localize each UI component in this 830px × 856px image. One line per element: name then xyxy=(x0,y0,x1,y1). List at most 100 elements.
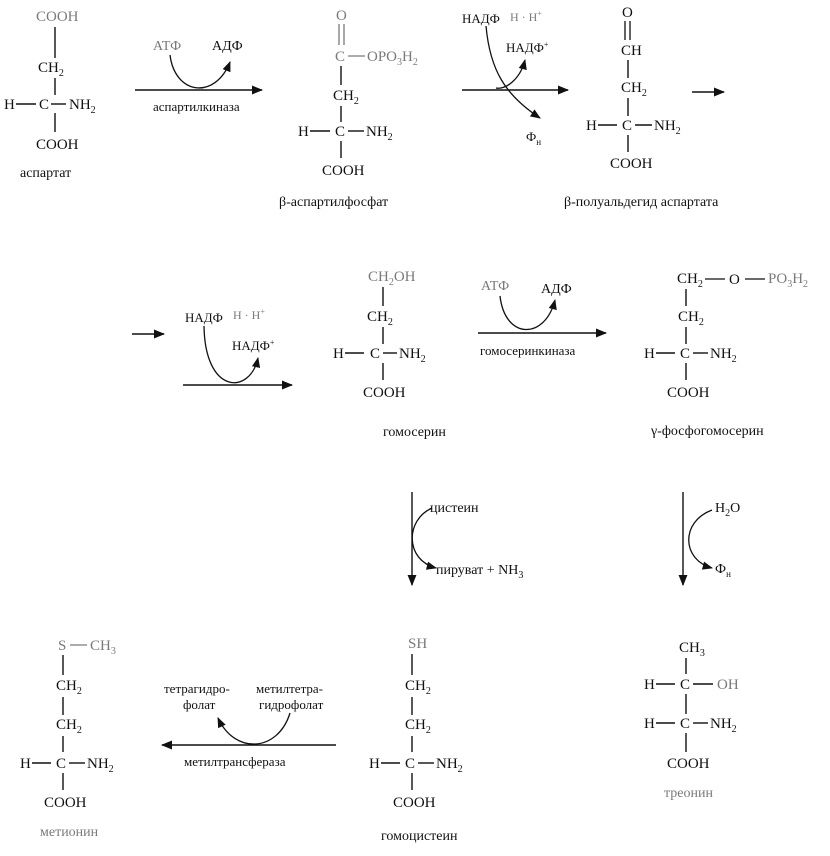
threonine-h1: H xyxy=(644,677,655,693)
threonine-nh2: NH2 xyxy=(710,716,737,735)
molecule-homoserine: CH2OH CH2 H C NH2 COOH гомосерин xyxy=(333,269,446,440)
reaction-cysteine: цистеин пируват + NH3 xyxy=(407,492,523,587)
methionine-ch3: CH3 xyxy=(90,638,116,657)
methionine-c: C xyxy=(56,756,66,772)
semialdehyde-name: β-полуальдегид аспартата xyxy=(564,195,719,210)
homocysteine-name: гомоцистеин xyxy=(381,829,458,844)
aspartylphosphate-c: C xyxy=(335,124,345,140)
phosphohomoserine-o: O xyxy=(729,272,740,288)
semialdehyde-c: C xyxy=(622,118,632,134)
homoserine-cooh: COOH xyxy=(363,385,406,401)
homoserine-ch2oh: CH2OH xyxy=(368,269,416,288)
phosphohomoserine-c: C xyxy=(680,346,690,362)
reaction-reduction-1: НАДФ H · H+ НАДФ+ Фн xyxy=(462,9,570,147)
aspartate-name: аспартат xyxy=(20,166,71,181)
threonine-c2: C xyxy=(680,716,690,732)
methionine-h: H xyxy=(20,756,31,772)
thf-label-line2: фолат xyxy=(183,697,216,712)
atp-label-2: АТФ xyxy=(481,279,509,294)
atp-label-1: АТФ xyxy=(153,39,181,54)
homocysteine-cooh: COOH xyxy=(393,795,436,811)
enzyme-methyltransferase: метилтрансфераза xyxy=(184,754,286,769)
enzyme-homoserine-kinase: гомосеринкиназа xyxy=(480,343,576,358)
homocysteine-nh2: NH2 xyxy=(436,756,463,775)
nadp-label-1: НАДФ+ xyxy=(506,40,549,55)
homocysteine-h: H xyxy=(369,756,380,772)
aspartate-top-cooh: COOH xyxy=(36,9,79,25)
methionine-cooh: COOH xyxy=(44,795,87,811)
homocysteine-c: C xyxy=(405,756,415,772)
homocysteine-ch2-b: CH2 xyxy=(405,717,431,736)
enzyme-aspartokinase: аспартилкиназа xyxy=(153,99,240,114)
homoserine-ch2: CH2 xyxy=(367,309,393,328)
adp-label-2: АДФ xyxy=(541,282,572,297)
threonine-name: треонин xyxy=(664,786,713,801)
threonine-cooh: COOH xyxy=(667,756,710,772)
phosphohomoserine-ch2-mid: CH2 xyxy=(678,309,704,328)
aspartate-c: C xyxy=(39,97,49,113)
threonine-h2: H xyxy=(644,716,655,732)
methionine-ch2-a: CH2 xyxy=(56,678,82,697)
molecule-threonine: CH3 H C OH H C NH2 COOH треонин xyxy=(644,640,739,801)
homoserine-c: C xyxy=(370,346,380,362)
molecule-homocysteine: SH CH2 CH2 H C NH2 COOH гомоцистеин xyxy=(369,636,463,844)
molecule-aspartate: COOH CH2 H C NH2 COOH аспартат xyxy=(4,9,96,181)
thf-label-line1: тетрагидро- xyxy=(164,681,230,696)
adp-label-1: АДФ xyxy=(212,39,243,54)
threonine-c1: C xyxy=(680,677,690,693)
semialdehyde-ch2: CH2 xyxy=(621,80,647,99)
aspartylphosphate-nh2: NH2 xyxy=(366,124,393,143)
semialdehyde-ch: CH xyxy=(621,43,642,59)
aspartylphosphate-name: β-аспартилфосфат xyxy=(279,195,388,210)
phosphohomoserine-h: H xyxy=(644,346,655,362)
homocysteine-ch2-a: CH2 xyxy=(405,678,431,697)
threonine-oh: OH xyxy=(717,677,739,693)
water-label: H2O xyxy=(715,501,740,519)
methyl-thf-label-line2: гидрофолат xyxy=(259,697,324,712)
molecule-aspartylphosphate: O C OPO3H2 CH2 H C NH2 COOH β-аспартилфо… xyxy=(279,8,418,210)
phi-label-1: Фн xyxy=(526,129,541,147)
methionine-nh2: NH2 xyxy=(87,756,114,775)
aspartylphosphate-c-top: C xyxy=(335,49,345,65)
semialdehyde-nh2: NH2 xyxy=(654,118,681,137)
aspartate-h: H xyxy=(4,97,15,113)
methionine-name: метионин xyxy=(40,825,99,840)
nadp-label-2: НАДФ+ xyxy=(232,338,275,353)
aspartate-nh2: NH2 xyxy=(69,97,96,116)
phosphohomoserine-cooh: COOH xyxy=(667,385,710,401)
phosphohomoserine-name: γ-фосфогомосерин xyxy=(650,424,764,439)
homoserine-h: H xyxy=(333,346,344,362)
semialdehyde-cooh: COOH xyxy=(610,156,653,172)
aspartylphosphate-o: O xyxy=(336,8,347,24)
nadph-label-1: НАДФ xyxy=(462,11,500,26)
methionine-s: S xyxy=(58,638,66,654)
h-h-label-1: H · H+ xyxy=(510,9,542,24)
aspartate-bottom-cooh: COOH xyxy=(36,137,79,153)
aspartylphosphate-opo3h2: OPO3H2 xyxy=(367,49,418,68)
nadph-label-2: НАДФ xyxy=(185,310,223,325)
phosphohomoserine-po3h2: PO3H2 xyxy=(768,271,808,290)
semialdehyde-o: O xyxy=(622,5,633,21)
reaction-homoserine-kinase: АТФ АДФ гомосеринкиназа xyxy=(478,279,608,358)
reaction-reduction-2: НАДФ H · H+ НАДФ+ xyxy=(183,307,294,390)
molecule-phosphohomoserine: CH2 O PO3H2 CH2 H C NH2 COOH γ-фосфогомо… xyxy=(644,271,808,439)
molecule-semialdehyde: O CH CH2 H C NH2 COOH β-полуальдегид асп… xyxy=(564,5,719,210)
methyl-thf-label-line1: метилтетра- xyxy=(256,681,323,696)
aspartate-ch2: CH2 xyxy=(38,60,64,79)
phosphohomoserine-ch2: CH2 xyxy=(677,271,703,290)
cysteine-label: цистеин xyxy=(430,501,479,516)
h-h-label-2: H · H+ xyxy=(233,307,265,322)
homoserine-nh2: NH2 xyxy=(399,346,426,365)
threonine-ch3: CH3 xyxy=(679,640,705,659)
reaction-methyltransferase: тетрагидро- фолат метилтетра- гидрофолат… xyxy=(160,681,336,769)
aspartylphosphate-ch2: CH2 xyxy=(333,88,359,107)
molecule-methionine: S CH3 CH2 CH2 H C NH2 COOH метионин xyxy=(20,638,116,840)
phosphohomoserine-nh2: NH2 xyxy=(710,346,737,365)
reaction-threonine-synthase: H2O Фн xyxy=(678,492,740,587)
pyruvate-label: пируват + NH3 xyxy=(436,563,523,581)
semialdehyde-h: H xyxy=(586,118,597,134)
phi-label-2: Фн xyxy=(715,562,731,579)
reaction-aspartokinase: АТФ АДФ аспартилкиназа xyxy=(135,39,264,114)
methionine-ch2-b: CH2 xyxy=(56,717,82,736)
